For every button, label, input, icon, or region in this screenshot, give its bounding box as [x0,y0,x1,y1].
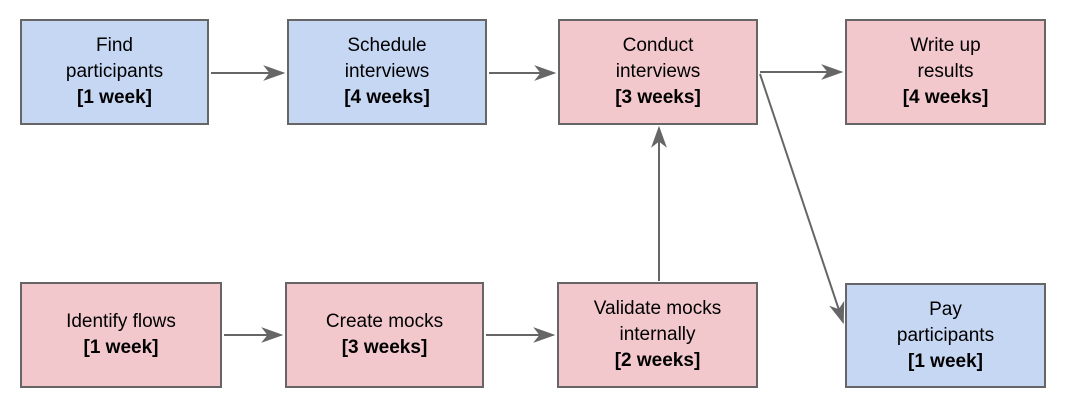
node-schedule-interviews[interactable]: Schedule interviews [4 weeks] [287,19,487,125]
node-label: Write up results [910,35,981,82]
node-duration: [3 weeks] [615,87,701,108]
node-duration: [2 weeks] [614,350,701,371]
node-label: Schedule interviews [344,35,430,82]
node-write-up-results[interactable]: Write up results [4 weeks] [845,19,1046,125]
node-identify-flows[interactable]: Identify flows [1 week] [20,282,222,388]
node-label: Conduct interviews [615,35,701,82]
node-pay-participants[interactable]: Pay participants [1 week] [845,283,1046,388]
node-label: Identify flows [66,311,176,332]
node-duration: [3 weeks] [341,337,428,358]
node-duration: [1 week] [77,87,152,108]
node-duration: [1 week] [908,350,983,372]
node-create-mocks[interactable]: Create mocks [3 weeks] [285,282,484,388]
node-validate-mocks-internally[interactable]: Validate mocks internally [2 weeks] [557,282,758,388]
node-find-participants[interactable]: Find participants [1 week] [20,19,209,125]
node-duration: [4 weeks] [344,87,430,108]
node-label: Create mocks [325,311,444,332]
edge-conduct-to-pay [759,73,845,325]
node-conduct-interviews[interactable]: Conduct interviews [3 weeks] [558,19,758,125]
node-label: Pay participants [896,298,995,346]
node-duration: [4 weeks] [902,87,989,108]
node-label: Find participants [65,35,164,82]
node-duration: [1 week] [83,337,159,358]
node-label: Validate mocks internally [593,298,722,345]
